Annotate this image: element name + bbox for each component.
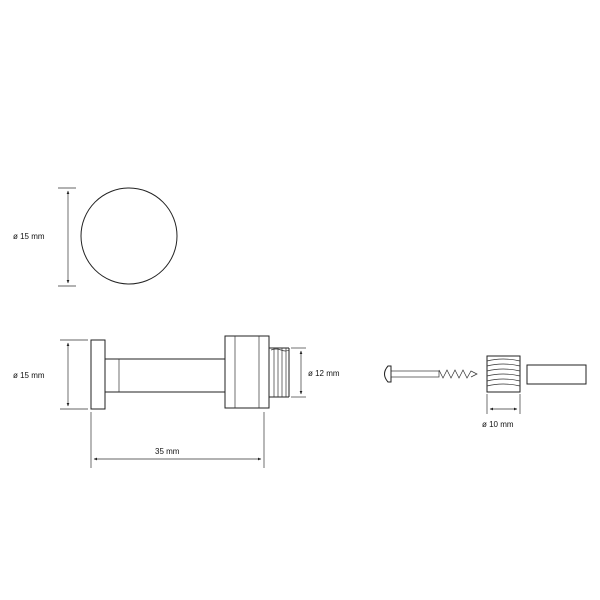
screw-head [384, 365, 392, 383]
screw [384, 365, 478, 383]
screw-thread [438, 369, 478, 379]
anchor-body [486, 355, 521, 393]
fixing-kit: ø 10 mm [384, 355, 587, 429]
thread-diameter-label: ø 12 mm [308, 369, 340, 378]
anchor-diameter-label: ø 10 mm [482, 420, 514, 429]
top-view-circle [80, 187, 178, 285]
side-view: ø 15 mm ø 12 mm 35 mm [13, 335, 340, 468]
side-diameter-label: ø 15 mm [13, 371, 45, 380]
anchor-ribs [486, 358, 521, 387]
thread-ridges [270, 348, 290, 397]
length-label: 35 mm [155, 447, 180, 456]
top-diameter-label: ø 15 mm [13, 232, 45, 241]
base-plate [90, 339, 106, 410]
wall-anchor: ø 10 mm [482, 355, 521, 429]
spare-rod [526, 364, 587, 385]
collar [224, 335, 270, 409]
screw-shank [390, 370, 440, 378]
top-view: ø 15 mm [13, 187, 178, 287]
threaded-stud [269, 347, 290, 398]
